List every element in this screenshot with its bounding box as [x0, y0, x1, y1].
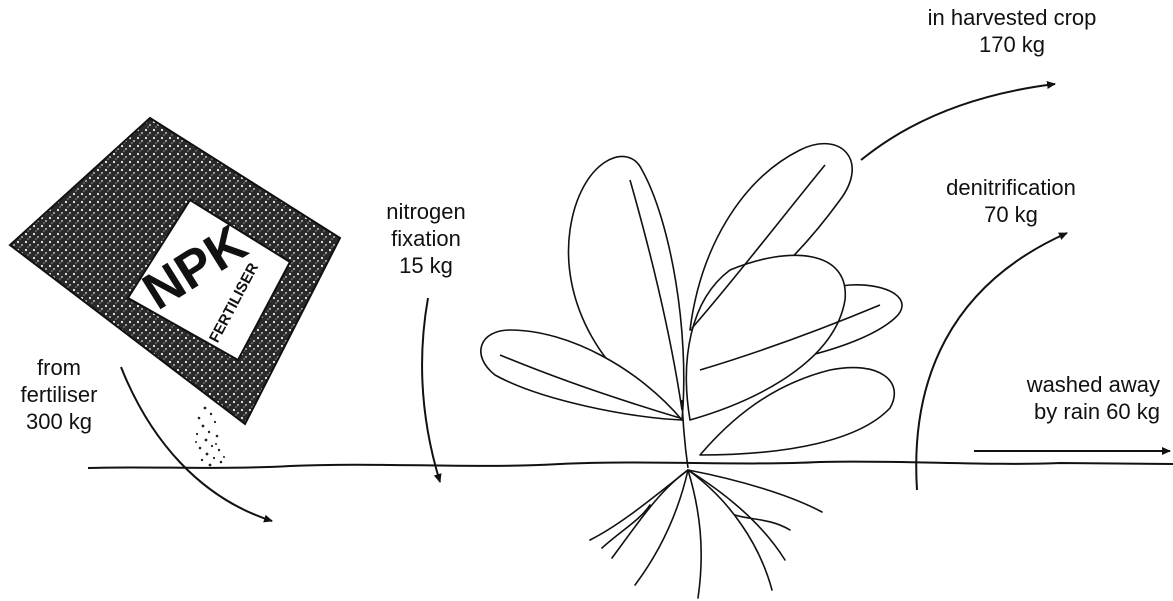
fertiliser-label: from fertiliser 300 kg: [10, 354, 108, 435]
fixation-arrow: [422, 298, 440, 482]
stem: [682, 400, 688, 468]
plant-roots: [590, 470, 822, 598]
rain-label-line2: by rain 60 kg: [972, 398, 1160, 425]
fertiliser-label-line3: 300 kg: [10, 408, 108, 435]
fixation-label-line1: nitrogen: [366, 198, 486, 225]
rain-label: washed away by rain 60 kg: [972, 371, 1160, 425]
rain-label-line1: washed away: [972, 371, 1160, 398]
fixation-label-line3: 15 kg: [366, 252, 486, 279]
fertiliser-label-line2: fertiliser: [10, 381, 108, 408]
denitrification-label-line1: denitrification: [916, 174, 1106, 201]
harvest-arrow: [861, 84, 1055, 160]
harvest-label-line2: 170 kg: [882, 31, 1142, 58]
harvest-label: in harvested crop 170 kg: [882, 4, 1142, 58]
crop-plant: [481, 144, 902, 468]
denitrification-label: denitrification 70 kg: [916, 174, 1106, 228]
fertiliser-label-line1: from: [10, 354, 108, 381]
fertiliser-granules: [195, 407, 225, 467]
ground-line: [88, 462, 1173, 468]
denitrification-label-line2: 70 kg: [916, 201, 1106, 228]
harvest-label-line1: in harvested crop: [882, 4, 1142, 31]
fixation-label: nitrogen fixation 15 kg: [366, 198, 486, 279]
fixation-label-line2: fixation: [366, 225, 486, 252]
